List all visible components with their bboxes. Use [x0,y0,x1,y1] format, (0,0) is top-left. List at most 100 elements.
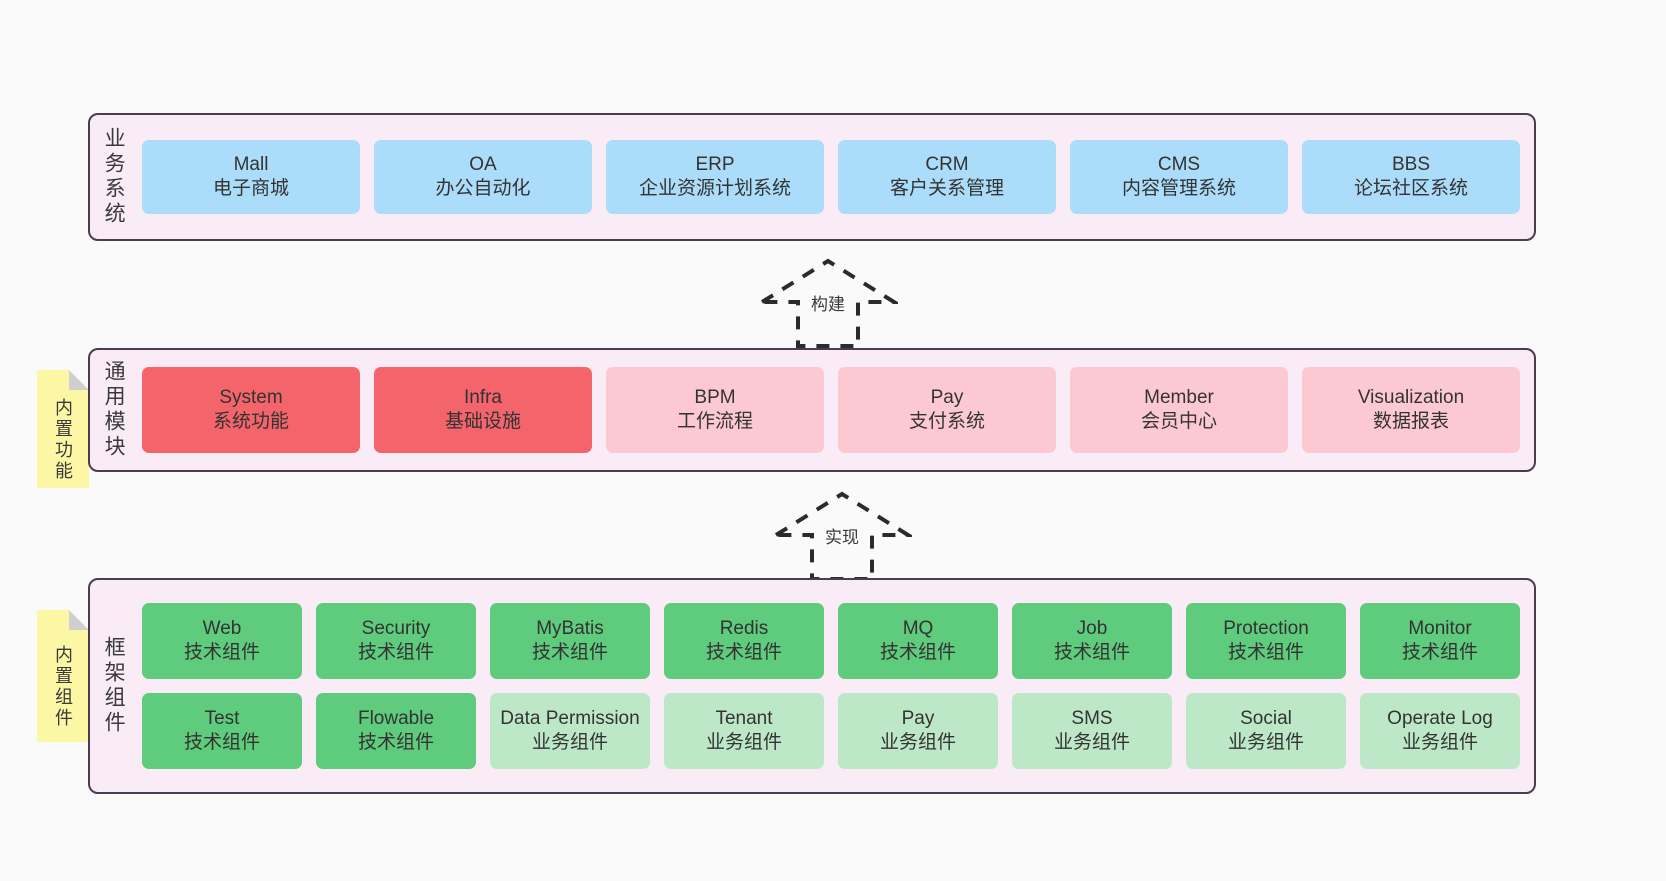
business-systems-row: Mall 电子商城 OA 办公自动化 ERP 企业资源计划系统 CRM 客户关系… [142,140,1520,214]
card-job-title: Job [1076,617,1108,639]
card-tenant[interactable]: Tenant 业务组件 [664,693,824,769]
card-test[interactable]: Test 技术组件 [142,693,302,769]
card-pay-component[interactable]: Pay 业务组件 [838,693,998,769]
card-test-title: Test [204,707,240,729]
common-modules-row: System 系统功能 Infra 基础设施 BPM 工作流程 Pay 支付系统… [142,367,1520,453]
card-member[interactable]: Member 会员中心 [1070,367,1288,453]
card-pay-component-title: Pay [901,707,935,729]
card-social-subtitle: 业务组件 [1227,732,1304,753]
card-job[interactable]: Job 技术组件 [1012,603,1172,679]
card-web-title: Web [202,617,242,639]
card-data-permission[interactable]: Data Permission 业务组件 [490,693,650,769]
connector-build-label: 构建 [809,290,847,315]
card-sms-title: SMS [1071,707,1113,729]
card-erp[interactable]: ERP 企业资源计划系统 [606,140,824,214]
sticky-fold-corner-icon [69,370,89,390]
layer-common-modules: 通用模块 System 系统功能 Infra 基础设施 BPM 工作流程 Pay… [88,348,1536,472]
card-crm-subtitle: 客户关系管理 [889,178,1004,199]
card-protection-title: Protection [1223,617,1309,639]
card-infra-subtitle: 基础设施 [444,411,521,432]
card-bpm-title: BPM [694,386,736,408]
card-security-title: Security [361,617,431,639]
card-crm-title: CRM [925,153,969,175]
card-system[interactable]: System 系统功能 [142,367,360,453]
card-oa-subtitle: 办公自动化 [435,178,531,199]
card-erp-subtitle: 企业资源计划系统 [638,178,791,199]
card-redis-subtitle: 技术组件 [705,642,782,663]
card-sms[interactable]: SMS 业务组件 [1012,693,1172,769]
card-oa-title: OA [469,153,497,175]
card-monitor-subtitle: 技术组件 [1401,642,1478,663]
card-flowable-title: Flowable [357,707,435,729]
card-pay-component-subtitle: 业务组件 [879,732,956,753]
card-member-subtitle: 会员中心 [1140,411,1217,432]
framework-business-row: Test 技术组件 Flowable 技术组件 Data Permission … [142,693,1520,769]
card-mybatis-title: MyBatis [536,617,604,639]
card-redis[interactable]: Redis 技术组件 [664,603,824,679]
card-operate-log-subtitle: 业务组件 [1401,732,1478,753]
card-protection[interactable]: Protection 技术组件 [1186,603,1346,679]
sticky-note-builtin-components: 内置组件 [37,610,89,742]
card-bbs-subtitle: 论坛社区系统 [1353,178,1468,199]
card-operate-log-title: Operate Log [1387,707,1493,729]
card-protection-subtitle: 技术组件 [1227,642,1304,663]
card-oa[interactable]: OA 办公自动化 [374,140,592,214]
card-cms[interactable]: CMS 内容管理系统 [1070,140,1288,214]
card-flowable[interactable]: Flowable 技术组件 [316,693,476,769]
layer-framework-components: 框架组件 Web 技术组件 Security 技术组件 MyBatis 技术组件… [88,578,1536,794]
card-monitor[interactable]: Monitor 技术组件 [1360,603,1520,679]
card-tenant-title: Tenant [715,707,773,729]
card-pay-module-title: Pay [930,386,964,408]
layer-framework-components-body: Web 技术组件 Security 技术组件 MyBatis 技术组件 Redi… [136,580,1534,792]
card-system-subtitle: 系统功能 [212,411,289,432]
connector-implement: 实现 [768,489,916,583]
card-cms-title: CMS [1157,153,1201,175]
card-visualization-subtitle: 数据报表 [1372,411,1449,432]
card-test-subtitle: 技术组件 [183,732,260,753]
card-security[interactable]: Security 技术组件 [316,603,476,679]
card-sms-subtitle: 业务组件 [1053,732,1130,753]
card-crm[interactable]: CRM 客户关系管理 [838,140,1056,214]
layer-common-modules-caption: 通用模块 [102,360,126,460]
layer-business-systems-body: Mall 电子商城 OA 办公自动化 ERP 企业资源计划系统 CRM 客户关系… [136,115,1534,239]
card-visualization[interactable]: Visualization 数据报表 [1302,367,1520,453]
card-system-title: System [219,386,283,408]
connector-implement-label: 实现 [823,523,861,548]
card-visualization-title: Visualization [1357,386,1465,408]
card-operate-log[interactable]: Operate Log 业务组件 [1360,693,1520,769]
card-tenant-subtitle: 业务组件 [705,732,782,753]
layer-framework-components-caption: 框架组件 [102,636,126,736]
card-mybatis-subtitle: 技术组件 [531,642,608,663]
card-social[interactable]: Social 业务组件 [1186,693,1346,769]
card-mq-subtitle: 技术组件 [879,642,956,663]
card-pay-module[interactable]: Pay 支付系统 [838,367,1056,453]
card-mq[interactable]: MQ 技术组件 [838,603,998,679]
card-data-permission-title: Data Permission [500,707,640,729]
card-infra[interactable]: Infra 基础设施 [374,367,592,453]
card-member-title: Member [1144,386,1214,408]
layer-common-modules-body: System 系统功能 Infra 基础设施 BPM 工作流程 Pay 支付系统… [136,350,1534,470]
card-social-title: Social [1240,707,1292,729]
sticky-note-builtin-features-label: 内置功能 [53,398,73,482]
card-bbs[interactable]: BBS 论坛社区系统 [1302,140,1520,214]
card-pay-module-subtitle: 支付系统 [908,411,985,432]
card-mybatis[interactable]: MyBatis 技术组件 [490,603,650,679]
connector-build: 构建 [754,256,902,350]
card-monitor-title: Monitor [1408,617,1472,639]
card-bpm[interactable]: BPM 工作流程 [606,367,824,453]
card-redis-title: Redis [719,617,769,639]
card-mall[interactable]: Mall 电子商城 [142,140,360,214]
card-security-subtitle: 技术组件 [357,642,434,663]
card-mall-subtitle: 电子商城 [212,178,289,199]
framework-tech-row: Web 技术组件 Security 技术组件 MyBatis 技术组件 Redi… [142,603,1520,679]
card-web-subtitle: 技术组件 [183,642,260,663]
card-cms-subtitle: 内容管理系统 [1121,178,1236,199]
card-web[interactable]: Web 技术组件 [142,603,302,679]
card-data-permission-subtitle: 业务组件 [531,732,608,753]
layer-business-systems-caption: 业务系统 [102,127,126,227]
card-mall-title: Mall [233,153,269,175]
card-job-subtitle: 技术组件 [1053,642,1130,663]
card-infra-title: Infra [463,386,503,408]
card-bpm-subtitle: 工作流程 [676,411,753,432]
card-erp-title: ERP [695,153,735,175]
